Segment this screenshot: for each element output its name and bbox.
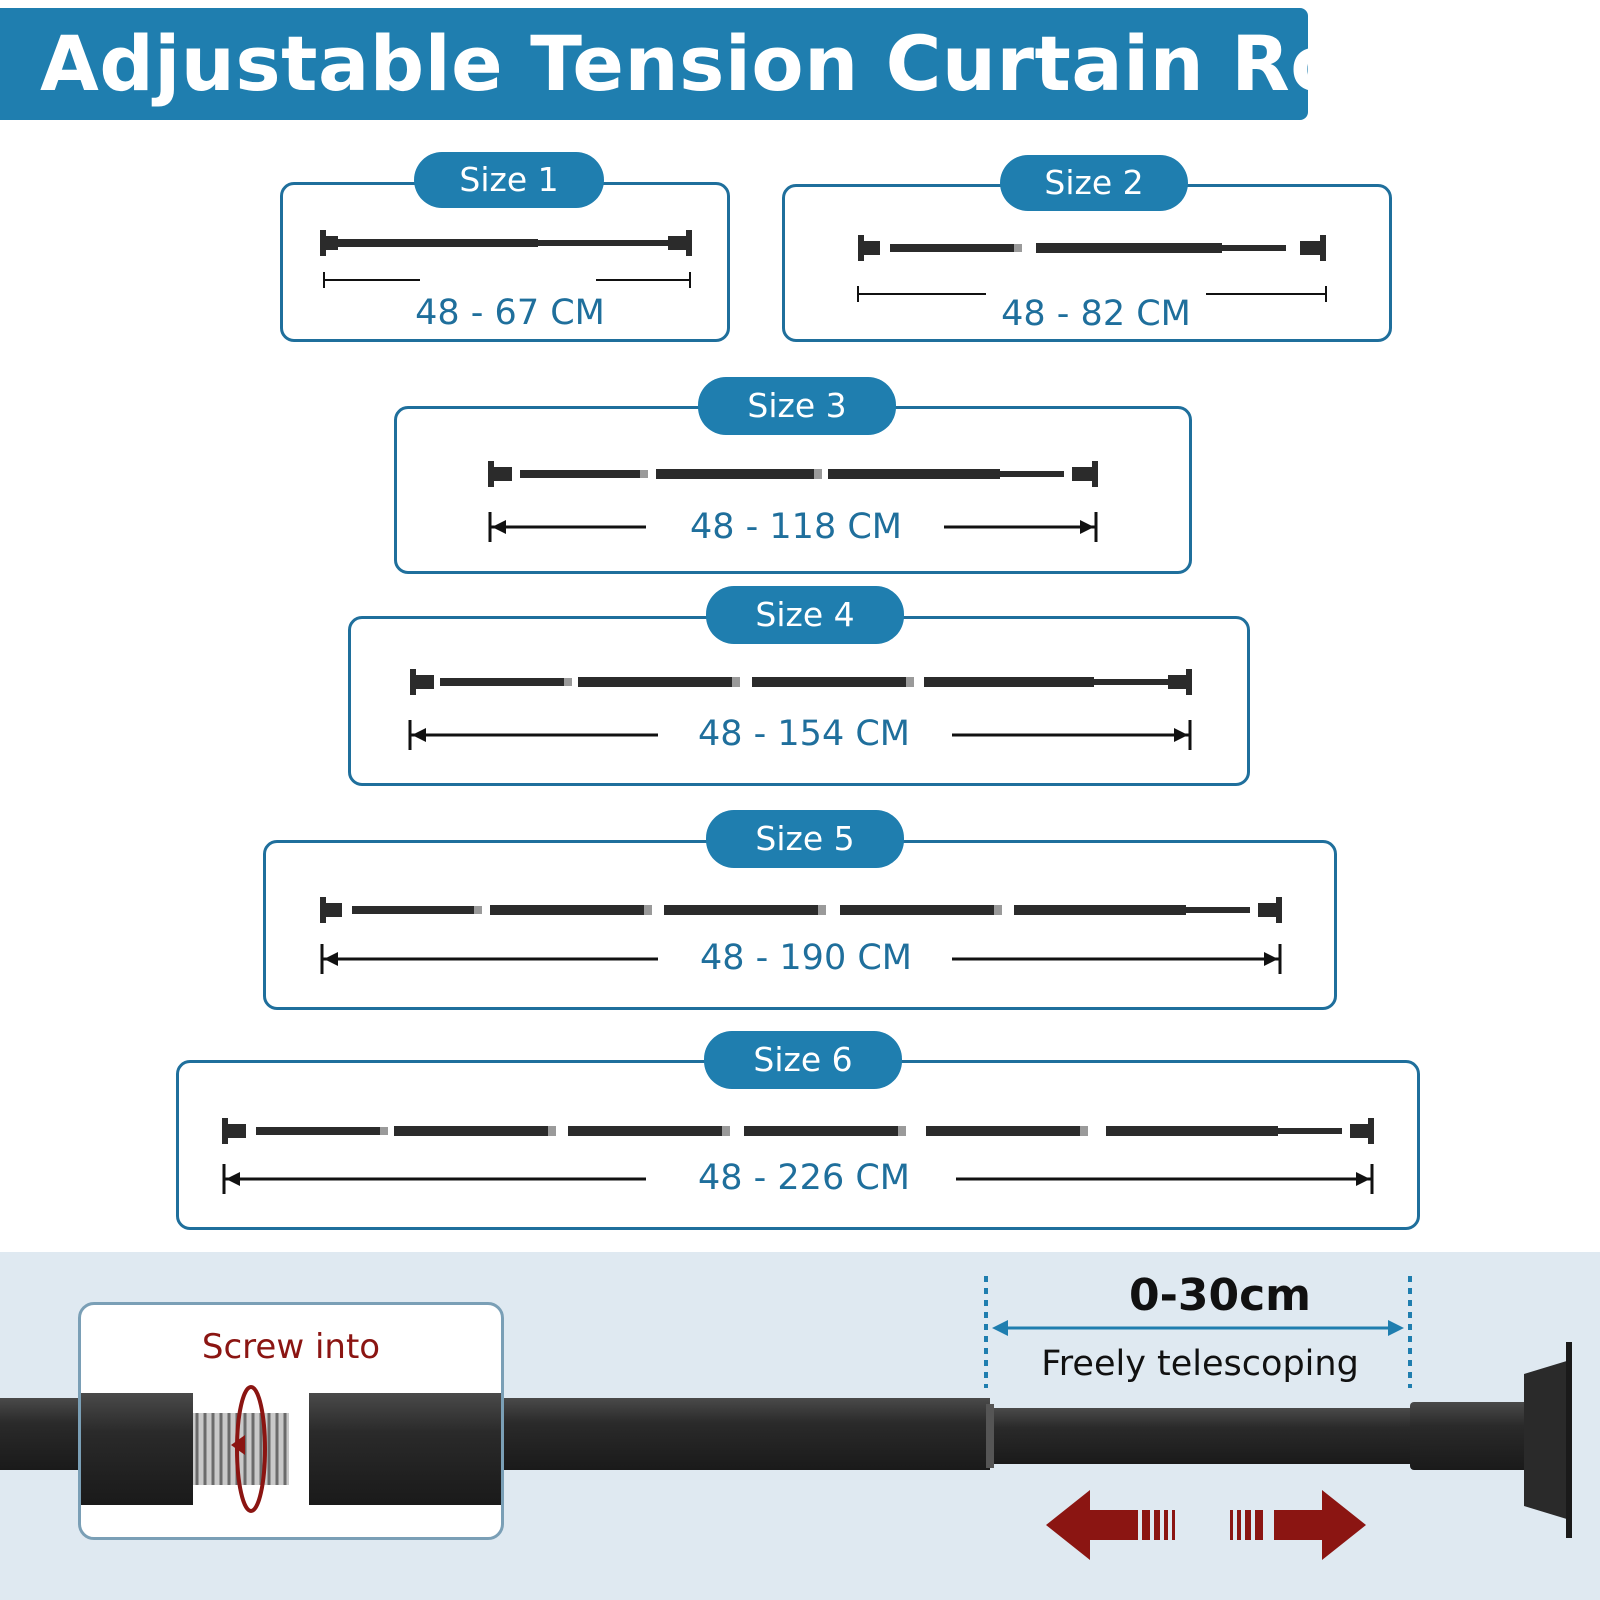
rod-icon	[320, 897, 1282, 923]
left-arrow-icon	[1046, 1490, 1175, 1560]
dimension-arrow-icon	[323, 272, 691, 288]
dimension-arrow-icon	[857, 286, 1327, 302]
page-title: Adjustable Tension Curtain Rod	[40, 19, 1398, 108]
title-banner: Adjustable Tension Curtain Rod	[0, 8, 1397, 120]
size-range-label: 48 - 226 CM	[674, 1156, 934, 1200]
dimension-arrow-icon	[408, 720, 1192, 750]
size-badge: Size 6	[704, 1031, 902, 1089]
rod-icon	[222, 1118, 1374, 1144]
size-card-5	[263, 840, 1337, 1010]
rod-icon	[320, 230, 692, 256]
telescope-dimension-icon	[984, 1276, 1412, 1388]
screw-label: Screw into	[201, 1327, 381, 1367]
size-badge: Size 1	[414, 152, 604, 208]
adjust-range-label: 0-30cm	[1128, 1270, 1312, 1321]
dimension-arrow-icon	[222, 1164, 1374, 1194]
size-range-label: 48 - 190 CM	[676, 936, 936, 980]
right-arrow-icon	[1230, 1490, 1366, 1560]
size-range-label: 48 - 154 CM	[674, 712, 934, 756]
rod-icon	[410, 669, 1192, 695]
rod-icon	[488, 461, 1098, 487]
dimension-arrow-icon	[488, 512, 1098, 542]
rod-icon	[858, 235, 1326, 261]
telescope-label: Freely telescoping	[1041, 1344, 1359, 1384]
size-range-label: 48 - 118 CM	[666, 505, 926, 549]
screw-detail-inset: Screw into	[78, 1302, 504, 1540]
size-badge: Size 2	[1000, 155, 1188, 211]
size-range-label: 48 - 67 CM	[400, 291, 620, 335]
size-badge: Size 5	[706, 810, 904, 868]
size-badge: Size 4	[706, 586, 904, 644]
dimension-arrow-icon	[320, 944, 1282, 974]
size-range-label: 48 - 82 CM	[986, 292, 1206, 336]
size-badge: Size 3	[698, 377, 896, 435]
thread-icon	[81, 1385, 501, 1513]
